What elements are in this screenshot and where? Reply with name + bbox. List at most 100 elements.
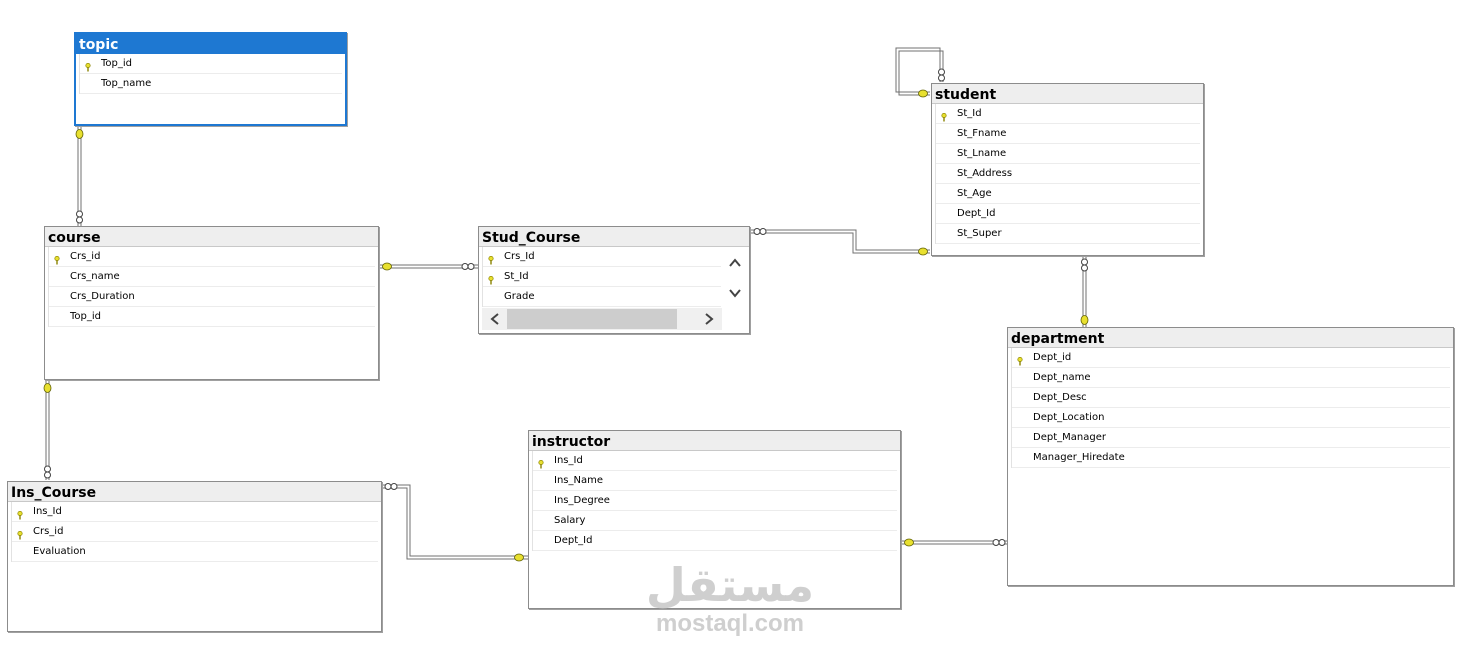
column-row[interactable]: Dept_id xyxy=(1012,348,1450,368)
rel-course-stud-course[interactable] xyxy=(380,264,478,269)
relationship-many-ends xyxy=(44,68,1088,546)
column-row[interactable]: Grade xyxy=(483,287,721,307)
column-name: Dept_Desc xyxy=(1033,392,1087,403)
column-name: St_Lname xyxy=(957,148,1007,159)
column-name: Ins_Degree xyxy=(554,495,610,506)
column-row[interactable]: St_Lname xyxy=(936,144,1200,164)
column-name: Ins_Name xyxy=(554,475,603,486)
column-row[interactable]: St_Fname xyxy=(936,124,1200,144)
column-name: Dept_Id xyxy=(957,208,996,219)
table-title[interactable]: student xyxy=(932,84,1203,104)
column-row[interactable]: Top_id xyxy=(49,307,375,327)
column-row[interactable]: Manager_Hiredate xyxy=(1012,448,1450,468)
relationship-key-ends xyxy=(43,89,1089,562)
primary-key-icon xyxy=(85,60,91,72)
column-name: St_Id xyxy=(504,271,529,282)
column-row[interactable]: Crs_id xyxy=(49,247,375,267)
column-name: St_Age xyxy=(957,188,992,199)
rel-instructor-department[interactable] xyxy=(902,540,1007,545)
column-name: Top_id xyxy=(70,311,102,322)
table-title[interactable]: department xyxy=(1008,328,1453,348)
column-name: Salary xyxy=(554,515,586,526)
primary-key-icon xyxy=(488,253,494,265)
table-title[interactable]: course xyxy=(45,227,378,247)
column-row[interactable]: Dept_Desc xyxy=(1012,388,1450,408)
horizontal-scrollbar[interactable] xyxy=(482,308,722,330)
column-name: Crs_Duration xyxy=(70,291,135,302)
column-row[interactable]: St_Id xyxy=(483,267,721,287)
column-name: Ins_Id xyxy=(33,506,62,517)
column-row[interactable]: St_Age xyxy=(936,184,1200,204)
column-name: Top_name xyxy=(101,78,152,89)
column-row[interactable]: Ins_Degree xyxy=(533,491,897,511)
column-name: Dept_name xyxy=(1033,372,1091,383)
rel-topic-course[interactable] xyxy=(77,126,82,226)
column-name: Manager_Hiredate xyxy=(1033,452,1125,463)
column-name: Dept_id xyxy=(1033,352,1072,363)
watermark-latin: mostaql.com xyxy=(655,610,805,637)
column-row[interactable]: Dept_Location xyxy=(1012,408,1450,428)
column-name: Crs_id xyxy=(33,526,64,537)
table-title[interactable]: instructor xyxy=(529,431,900,451)
table-title[interactable]: Ins_Course xyxy=(8,482,381,502)
column-row[interactable]: Dept_Id xyxy=(936,204,1200,224)
table-title[interactable]: topic xyxy=(76,34,345,54)
scroll-down-icon[interactable] xyxy=(729,289,741,298)
column-row[interactable]: Top_name xyxy=(80,74,342,94)
scroll-up-icon[interactable] xyxy=(729,258,741,267)
column-row[interactable]: Top_id xyxy=(80,54,342,74)
column-name: Dept_Manager xyxy=(1033,432,1106,443)
column-row[interactable]: Dept_Id xyxy=(533,531,897,551)
column-row[interactable]: Evaluation xyxy=(12,542,378,562)
column-row[interactable]: Ins_Id xyxy=(533,451,897,471)
primary-key-icon xyxy=(1017,354,1023,366)
column-name: Dept_Id xyxy=(554,535,593,546)
column-row[interactable]: Ins_Name xyxy=(533,471,897,491)
rel-stud-course-student[interactable] xyxy=(750,229,930,254)
column-name: St_Fname xyxy=(957,128,1007,139)
column-row[interactable]: St_Super xyxy=(936,224,1200,244)
scroll-left-icon[interactable] xyxy=(490,313,499,325)
column-row[interactable]: St_Address xyxy=(936,164,1200,184)
column-name: Evaluation xyxy=(33,546,86,557)
primary-key-icon xyxy=(54,253,60,265)
column-name: Ins_Id xyxy=(554,455,583,466)
table-title[interactable]: Stud_Course xyxy=(479,227,749,247)
vertical-scrollbar[interactable] xyxy=(724,248,746,306)
column-name: St_Id xyxy=(957,108,982,119)
column-name: Dept_Location xyxy=(1033,412,1105,423)
column-name: Crs_Id xyxy=(504,251,535,262)
column-row[interactable]: Crs_Duration xyxy=(49,287,375,307)
column-row[interactable]: Dept_Manager xyxy=(1012,428,1450,448)
primary-key-icon xyxy=(17,508,23,520)
column-row[interactable]: Salary xyxy=(533,511,897,531)
column-row[interactable]: Crs_Id xyxy=(483,247,721,267)
scroll-right-icon[interactable] xyxy=(705,313,714,325)
primary-key-icon xyxy=(941,110,947,122)
column-row[interactable]: Crs_name xyxy=(49,267,375,287)
column-row[interactable]: St_Id xyxy=(936,104,1200,124)
column-row[interactable]: Ins_Id xyxy=(12,502,378,522)
rel-course-ins-course[interactable] xyxy=(45,380,50,480)
column-row[interactable]: Dept_name xyxy=(1012,368,1450,388)
rel-ins-course-instructor[interactable] xyxy=(382,484,528,560)
primary-key-icon xyxy=(488,273,494,285)
column-name: Crs_id xyxy=(70,251,101,262)
rel-student-self[interactable] xyxy=(895,47,944,96)
column-name: St_Address xyxy=(957,168,1013,179)
scroll-thumb[interactable] xyxy=(507,309,677,329)
column-row[interactable]: Crs_id xyxy=(12,522,378,542)
